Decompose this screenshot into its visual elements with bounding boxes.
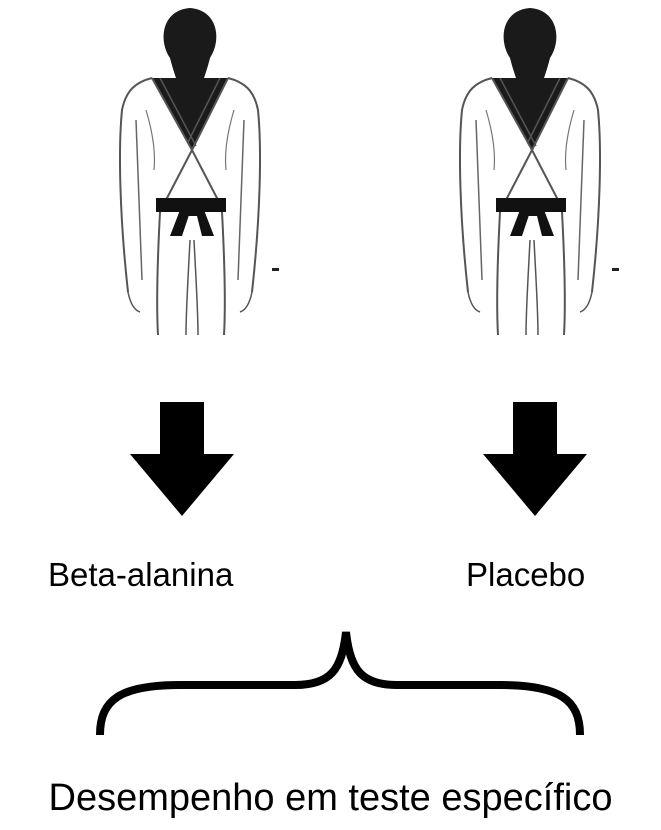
down-arrow-icon	[130, 402, 234, 521]
judo-athlete-icon	[440, 0, 630, 340]
outcome-label: Desempenho em teste específico	[0, 775, 661, 821]
judo-athlete-icon-left	[100, 0, 290, 340]
judo-athlete-icon	[100, 0, 290, 340]
judo-athlete-icon-right	[440, 0, 630, 340]
down-arrow-icon	[483, 402, 587, 521]
curly-brace-icon	[90, 630, 590, 745]
group-label-beta-alanina: Beta-alanina	[48, 555, 233, 595]
group-label-placebo: Placebo	[466, 555, 585, 595]
